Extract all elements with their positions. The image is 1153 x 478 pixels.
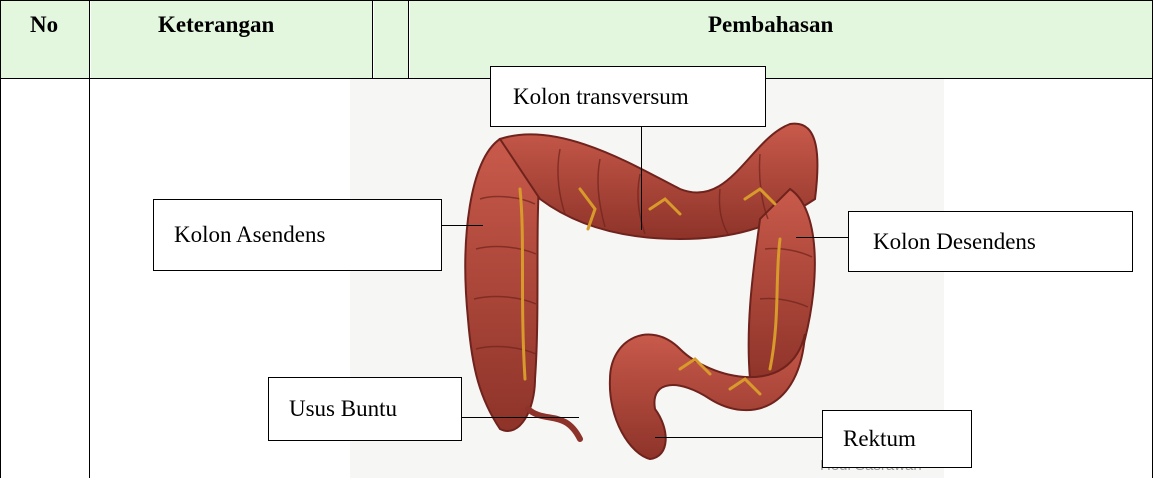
label-kolon-asendens: Kolon Asendens [153, 199, 442, 271]
column-divider-3 [408, 0, 409, 79]
header-no: No [30, 12, 58, 38]
label-rektum: Rektum [822, 410, 972, 468]
header-cell-blank [374, 1, 408, 78]
label-kolon-desendens: Kolon Desendens [848, 211, 1133, 272]
header-keterangan: Keterangan [158, 12, 274, 38]
label-kolon-transversum-text: Kolon transversum [513, 84, 689, 110]
label-usus-buntu-text: Usus Buntu [289, 396, 397, 422]
column-divider-1 [89, 0, 90, 478]
header-pembahasan: Pembahasan [708, 12, 833, 38]
leader-usus-buntu [461, 417, 579, 418]
leader-kolon-transversum [641, 126, 642, 230]
label-rektum-text: Rektum [843, 426, 916, 452]
label-kolon-desendens-text: Kolon Desendens [873, 229, 1036, 255]
label-kolon-transversum: Kolon transversum [490, 66, 766, 127]
leader-kolon-asendens [441, 225, 483, 226]
label-usus-buntu: Usus Buntu [268, 377, 462, 441]
leader-kolon-desendens [796, 237, 848, 238]
column-divider-2 [372, 0, 373, 79]
table-top-border [0, 0, 1153, 1]
leader-rektum [655, 437, 823, 438]
label-kolon-asendens-text: Kolon Asendens [174, 222, 325, 248]
table-left-border [0, 0, 1, 478]
